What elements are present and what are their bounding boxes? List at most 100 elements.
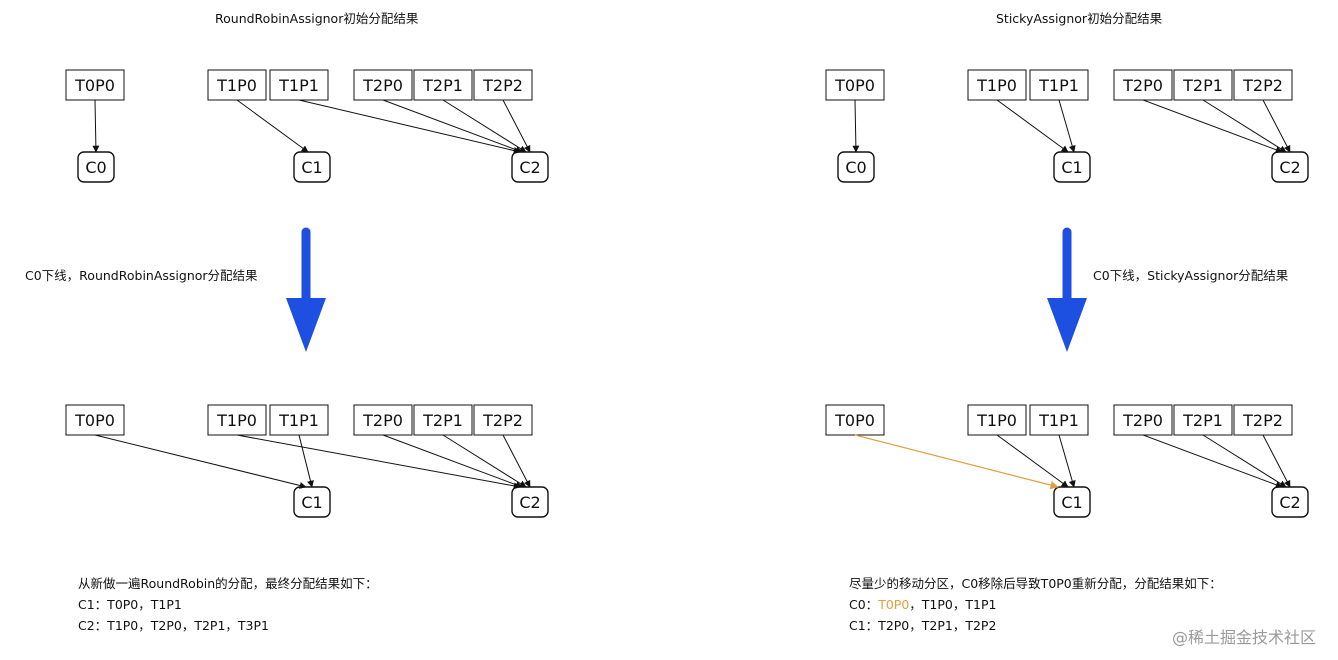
right-bottom-t0p0: T0P0 bbox=[825, 404, 885, 436]
left-bottom-t2p1: T2P1 bbox=[413, 404, 473, 436]
edge-left-top-t2p1-c2 bbox=[442, 99, 527, 153]
right-bottom-c1-label: C1 bbox=[1061, 493, 1082, 512]
edge-right-bottom-t2p1-c2 bbox=[1202, 434, 1287, 488]
right-summary-line3: C1：T2P0，T2P1，T2P2 bbox=[849, 618, 997, 633]
edge-right-top-t2p0-c2 bbox=[1142, 99, 1283, 154]
right-bottom-t2p1-label: T2P1 bbox=[1182, 411, 1223, 430]
right-top-t0p0: T0P0 bbox=[825, 69, 885, 101]
right-top-t1p1: T1P1 bbox=[1029, 69, 1089, 101]
left-top-t2p0: T2P0 bbox=[353, 69, 413, 101]
left-top-t2p2: T2P2 bbox=[473, 69, 533, 101]
left-top-c2: C2 bbox=[511, 151, 549, 183]
right-top-c2: C2 bbox=[1271, 151, 1309, 183]
watermark: @稀土掘金技术社区 bbox=[1171, 628, 1316, 647]
left-bottom-c2: C2 bbox=[511, 486, 549, 518]
edge-left-top-t1p0-c1 bbox=[236, 99, 309, 153]
left-top-c1: C1 bbox=[293, 151, 331, 183]
right-top-t2p2-label: T2P2 bbox=[1242, 76, 1283, 95]
edge-left-bottom-t1p1-c1 bbox=[298, 434, 314, 488]
left-top-c0-label: C0 bbox=[85, 158, 106, 177]
left-diagram-title: RoundRobinAssignor初始分配结果 bbox=[215, 11, 419, 26]
left-top-t2p1-label: T2P1 bbox=[422, 76, 463, 95]
left-top-t0p0-label: T0P0 bbox=[74, 76, 115, 95]
left-top-c1-label: C1 bbox=[301, 158, 322, 177]
left-summary-line2: C1：T0P0，T1P1 bbox=[78, 597, 182, 612]
left-top-t1p1-label: T1P1 bbox=[278, 76, 319, 95]
right-bottom-t2p0: T2P0 bbox=[1113, 404, 1173, 436]
left-bottom-t1p1: T1P1 bbox=[269, 404, 329, 436]
left-top-t2p0-label: T2P0 bbox=[362, 76, 403, 95]
right-summary-line2-suffix: ，T1P0，T1P1 bbox=[909, 597, 997, 612]
left-bottom-t1p0: T1P0 bbox=[207, 404, 267, 436]
right-bottom-t1p1-label: T1P1 bbox=[1038, 411, 1079, 430]
left-bottom-t2p1-label: T2P1 bbox=[422, 411, 463, 430]
left-bottom-c1-label: C1 bbox=[301, 493, 322, 512]
edge-right-bottom-t0p0-c1-moved bbox=[854, 434, 1059, 490]
left-summary-line1: 从新做一遍RoundRobin的分配，最终分配结果如下： bbox=[78, 576, 378, 591]
right-top-t2p0-label: T2P0 bbox=[1122, 76, 1163, 95]
right-top-t1p0-label: T1P0 bbox=[976, 76, 1017, 95]
right-top-t2p1: T2P1 bbox=[1173, 69, 1233, 101]
right-diagram-title: StickyAssignor初始分配结果 bbox=[996, 11, 1163, 26]
right-bottom-t2p0-label: T2P0 bbox=[1122, 411, 1163, 430]
right-top-t1p1-label: T1P1 bbox=[1038, 76, 1079, 95]
right-bottom-c2: C2 bbox=[1271, 486, 1309, 518]
edge-left-bottom-t0p0-c1 bbox=[94, 434, 307, 489]
left-bottom-t1p1-label: T1P1 bbox=[278, 411, 319, 430]
right-bottom-t2p1: T2P1 bbox=[1173, 404, 1233, 436]
right-transition-label: C0下线，StickyAssignor分配结果 bbox=[1093, 268, 1289, 283]
left-bottom-t2p0-label: T2P0 bbox=[362, 411, 403, 430]
left-top-c2-label: C2 bbox=[519, 158, 540, 177]
right-bottom-t2p2: T2P2 bbox=[1233, 404, 1293, 436]
edge-right-top-t1p1-c1 bbox=[1058, 99, 1076, 153]
right-summary-line2: C0：T0P0，T1P0，T1P1 bbox=[849, 596, 996, 614]
edge-right-bottom-t2p0-c2 bbox=[1142, 434, 1283, 489]
left-top-t2p1: T2P1 bbox=[413, 69, 473, 101]
left-top-t0p0: T0P0 bbox=[65, 69, 125, 101]
right-bottom-c1: C1 bbox=[1053, 486, 1091, 518]
right-transition-arrow bbox=[1047, 227, 1087, 352]
right-bottom-t2p2-label: T2P2 bbox=[1242, 411, 1283, 430]
right-top-t1p0: T1P0 bbox=[967, 69, 1027, 101]
right-top-c0: C0 bbox=[837, 151, 875, 183]
right-summary-highlight-t0p0: T0P0 bbox=[878, 597, 910, 612]
right-summary-line2-prefix: C0： bbox=[849, 597, 879, 612]
edge-right-top-t2p1-c2 bbox=[1202, 99, 1287, 153]
edge-right-bottom-t1p0-c1 bbox=[996, 434, 1069, 488]
edge-left-bottom-t2p1-c2 bbox=[442, 434, 527, 488]
right-summary-line1: 尽量少的移动分区，C0移除后导致T0P0重新分配，分配结果如下： bbox=[849, 576, 1222, 591]
right-top-c2-label: C2 bbox=[1279, 158, 1300, 177]
edge-left-top-t2p2-c2 bbox=[502, 99, 531, 153]
right-top-c1: C1 bbox=[1053, 151, 1091, 183]
right-top-t2p1-label: T2P1 bbox=[1182, 76, 1223, 95]
left-transition-label: C0下线，RoundRobinAssignor分配结果 bbox=[25, 268, 258, 283]
left-top-t2p2-label: T2P2 bbox=[482, 76, 523, 95]
edge-left-top-t2p0-c2 bbox=[382, 99, 523, 154]
left-bottom-c1: C1 bbox=[293, 486, 331, 518]
right-bottom-c2-label: C2 bbox=[1279, 493, 1300, 512]
right-top-c0-label: C0 bbox=[845, 158, 866, 177]
edge-left-bottom-t1p0-c2 bbox=[236, 434, 521, 490]
left-top-t1p0-label: T1P0 bbox=[216, 76, 257, 95]
right-bottom-t1p1: T1P1 bbox=[1029, 404, 1089, 436]
edge-right-top-t0p0-c0 bbox=[852, 99, 860, 153]
left-bottom-t2p2-label: T2P2 bbox=[482, 411, 523, 430]
left-bottom-t2p0: T2P0 bbox=[353, 404, 413, 436]
edge-right-top-t1p0-c1 bbox=[996, 99, 1069, 153]
left-bottom-t1p0-label: T1P0 bbox=[216, 411, 257, 430]
left-top-c0: C0 bbox=[77, 151, 115, 183]
left-summary-line3: C2：T1P0，T2P0，T2P1，T3P1 bbox=[78, 618, 269, 633]
right-bottom-t1p0: T1P0 bbox=[967, 404, 1027, 436]
left-bottom-c2-label: C2 bbox=[519, 493, 540, 512]
edge-right-bottom-t2p2-c2 bbox=[1262, 434, 1291, 488]
edge-left-top-t0p0-c0 bbox=[92, 99, 100, 153]
edge-left-top-t1p1-c2 bbox=[298, 99, 521, 154]
right-bottom-t0p0-label: T0P0 bbox=[834, 411, 875, 430]
right-bottom-t1p0-label: T1P0 bbox=[976, 411, 1017, 430]
edge-left-bottom-t2p2-c2 bbox=[502, 434, 531, 488]
edge-left-bottom-t2p0-c2 bbox=[382, 434, 523, 489]
left-bottom-t2p2: T2P2 bbox=[473, 404, 533, 436]
right-top-c1-label: C1 bbox=[1061, 158, 1082, 177]
right-top-t0p0-label: T0P0 bbox=[834, 76, 875, 95]
